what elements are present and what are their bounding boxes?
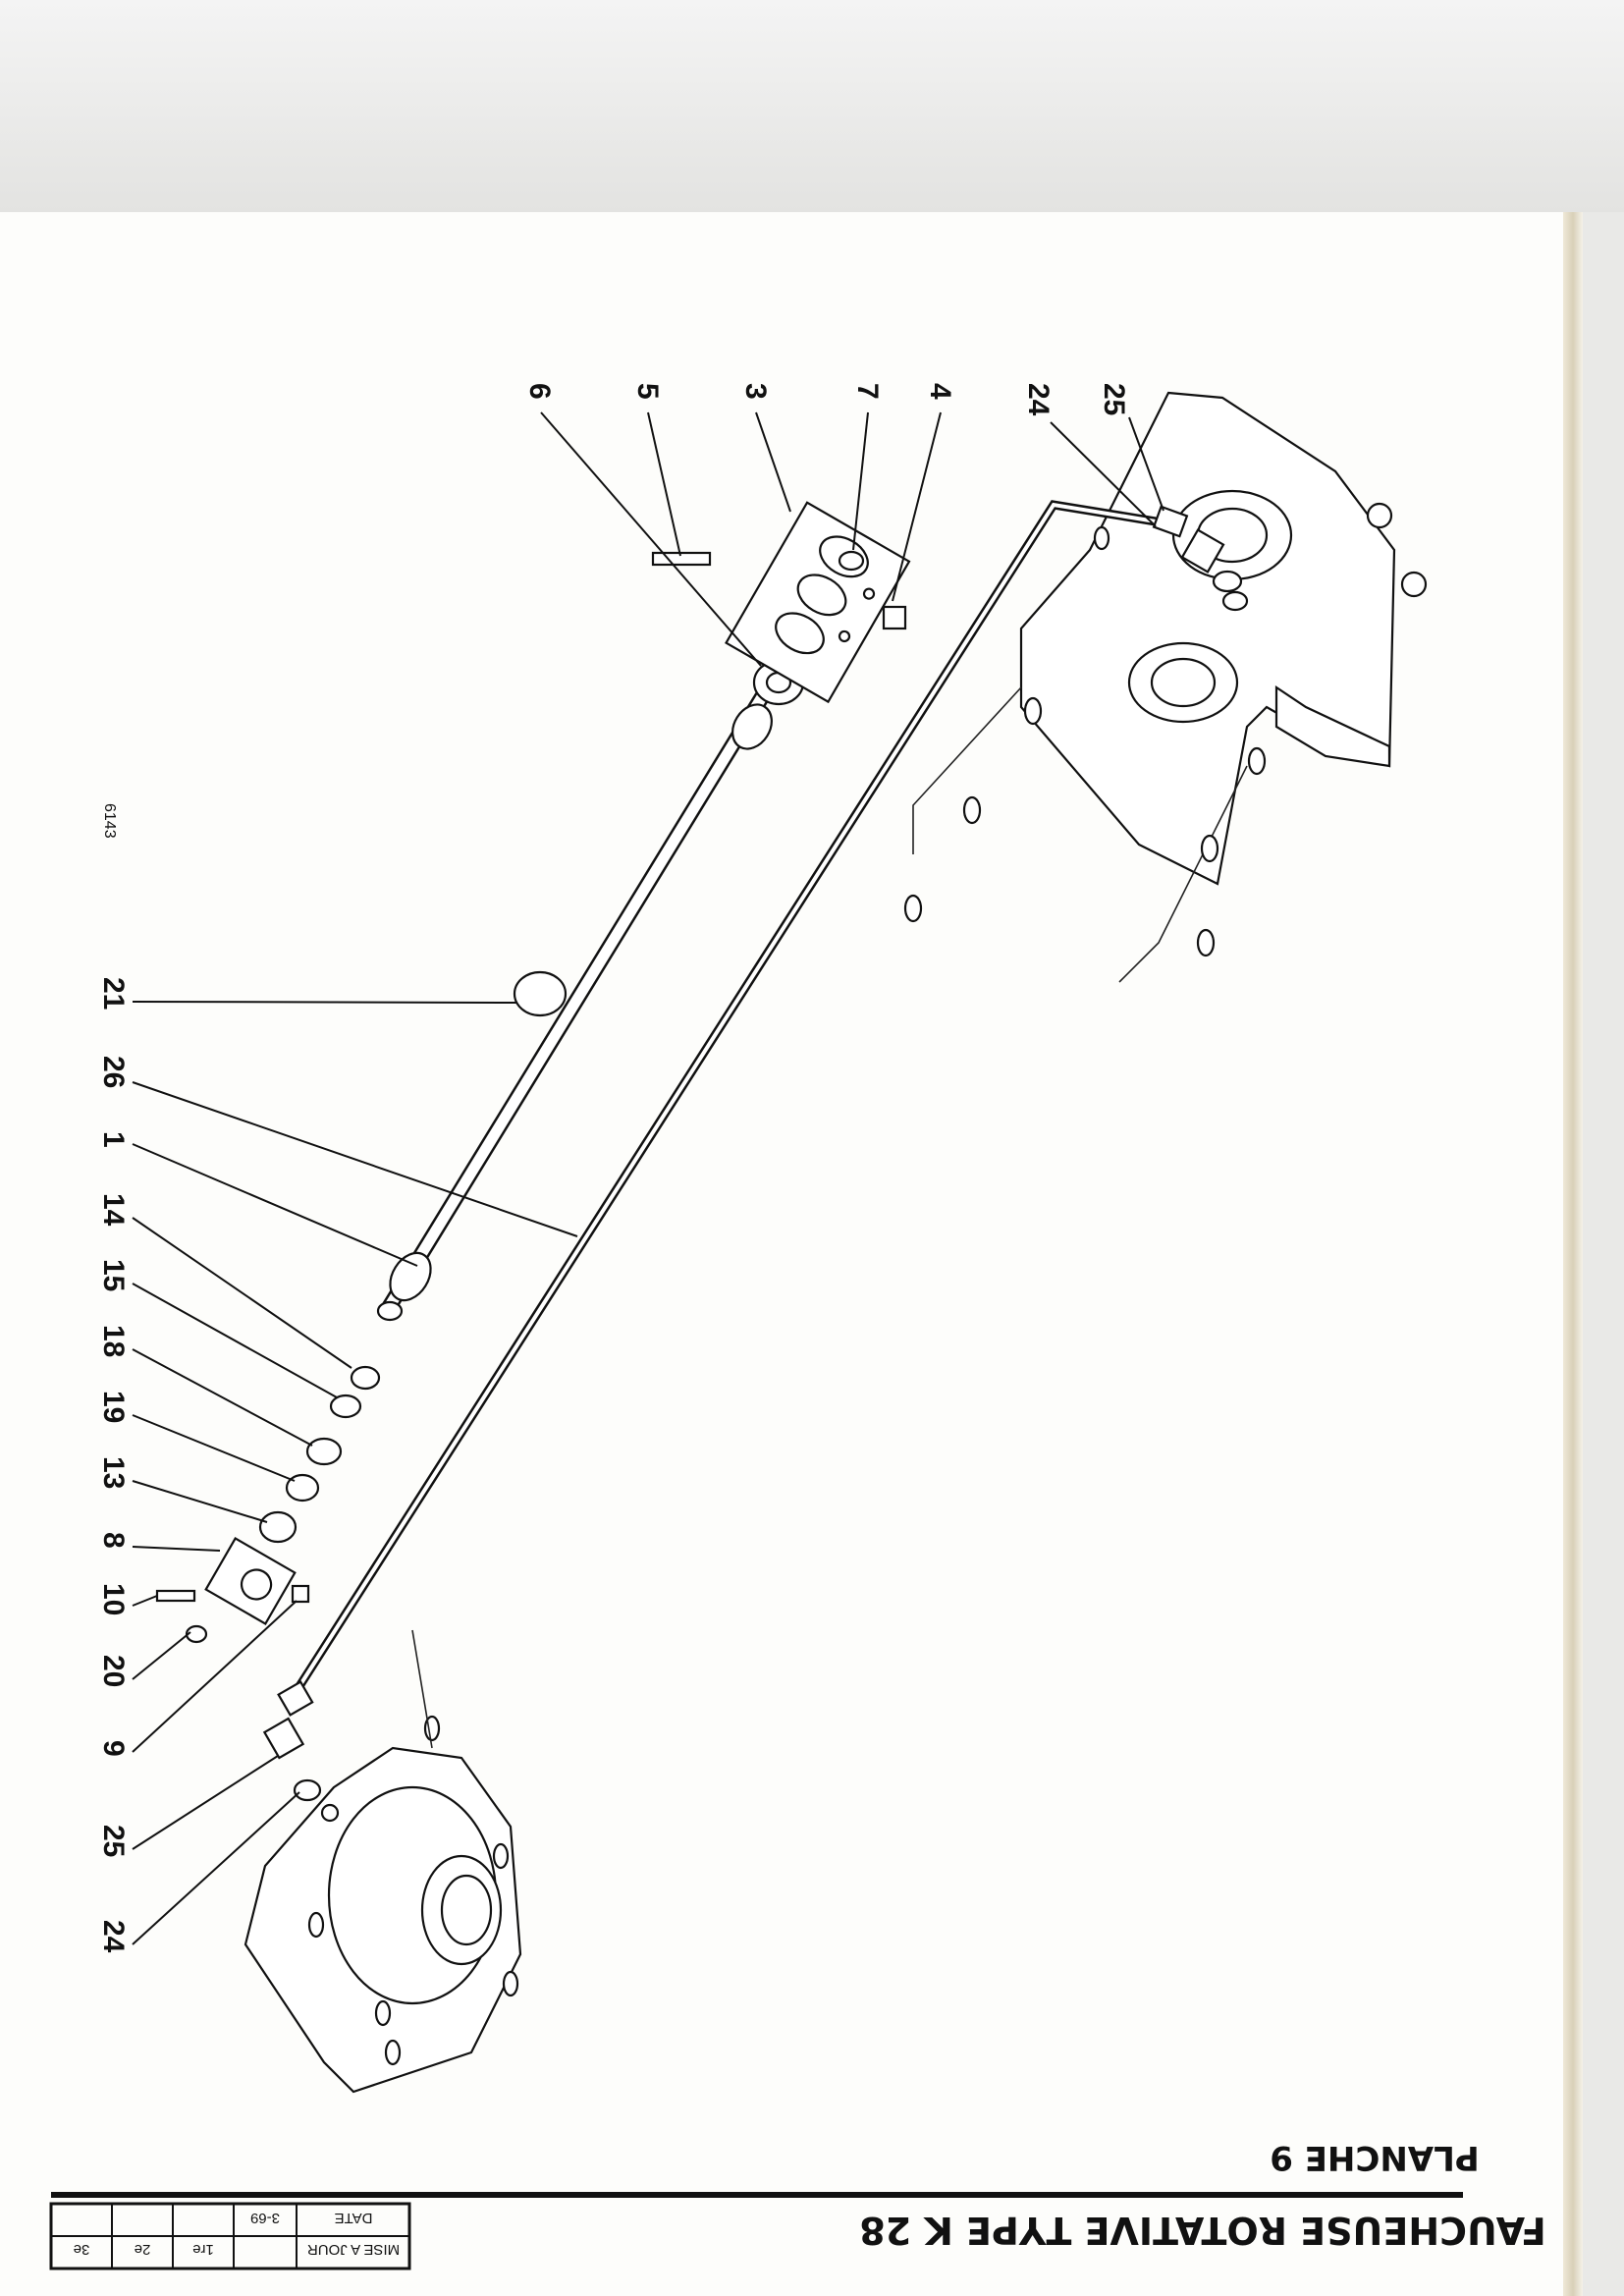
callout: 24 — [97, 1920, 130, 1953]
callout: 7 — [851, 383, 884, 400]
callout: 25 — [1098, 383, 1130, 415]
date-value: 3-69 — [250, 2210, 280, 2226]
ring-19 — [285, 1473, 320, 1503]
upper-gearbox-housing — [903, 391, 1428, 983]
page-edge — [1563, 212, 1583, 2296]
callouts-top: 6 5 3 7 4 24 25 — [523, 383, 1130, 416]
callout: 9 — [97, 1740, 130, 1757]
elbow-fitting-lower — [262, 1680, 322, 1802]
drive-shaft — [376, 683, 775, 1322]
flange-8 — [204, 1537, 297, 1625]
callout: 5 — [631, 383, 664, 400]
callout: 18 — [97, 1325, 130, 1357]
callout: 19 — [97, 1391, 130, 1423]
bolt-10 — [155, 1589, 196, 1603]
drawing-number: 6143 — [101, 803, 118, 839]
nipple-9 — [291, 1584, 310, 1604]
callout: 6 — [523, 383, 556, 400]
seal-18 — [305, 1437, 343, 1466]
washer-15 — [329, 1394, 362, 1419]
callout: 1 — [97, 1131, 130, 1148]
leader-lines — [132, 411, 1164, 1945]
sheet-title: FAUCHEUSE ROTATIVE TYPE K 28 — [859, 2209, 1545, 2252]
callout: 4 — [924, 383, 956, 400]
revision-2: 2e — [135, 2241, 151, 2258]
update-header: MISE A JOUR — [307, 2241, 400, 2258]
bolt-5 — [651, 551, 712, 567]
lubrication-tube — [289, 500, 1157, 1700]
callouts-left: 21 26 1 14 15 18 19 13 8 10 20 9 25 24 — [97, 977, 130, 1953]
callout: 10 — [97, 1583, 130, 1615]
callout: 15 — [97, 1259, 130, 1291]
callout: 14 — [97, 1193, 130, 1227]
callout: 13 — [97, 1456, 130, 1489]
callout: 3 — [739, 383, 772, 400]
plate-number: PLANCHE 9 — [1270, 2138, 1479, 2177]
callout: 26 — [97, 1056, 130, 1088]
bearing-block-3 — [725, 501, 911, 704]
callout: 25 — [97, 1825, 130, 1857]
revision-1: 1re — [192, 2241, 214, 2258]
date-label: DATE — [335, 2210, 373, 2226]
pin-4 — [882, 605, 907, 630]
callout: 20 — [97, 1655, 130, 1687]
bearing-13 — [258, 1510, 298, 1544]
circlip-7 — [838, 550, 865, 572]
title-rule — [51, 2192, 1463, 2198]
spacer-14 — [350, 1365, 381, 1391]
cap-21 — [513, 970, 568, 1017]
title-block: PLANCHE 9 FAUCHEUSE ROTATIVE TYPE K 28 M… — [49, 2138, 1546, 2270]
lower-gearbox-housing — [244, 1629, 522, 2094]
callout: 21 — [97, 977, 130, 1010]
callout: 24 — [1022, 383, 1055, 416]
callout: 8 — [97, 1532, 130, 1549]
update-table: MISE A JOUR DATE 3-69 1re 2e 3e — [49, 2202, 411, 2270]
revision-3: 3e — [74, 2241, 90, 2258]
elbow-fitting-upper — [1152, 505, 1249, 612]
scan-background — [0, 0, 1624, 212]
